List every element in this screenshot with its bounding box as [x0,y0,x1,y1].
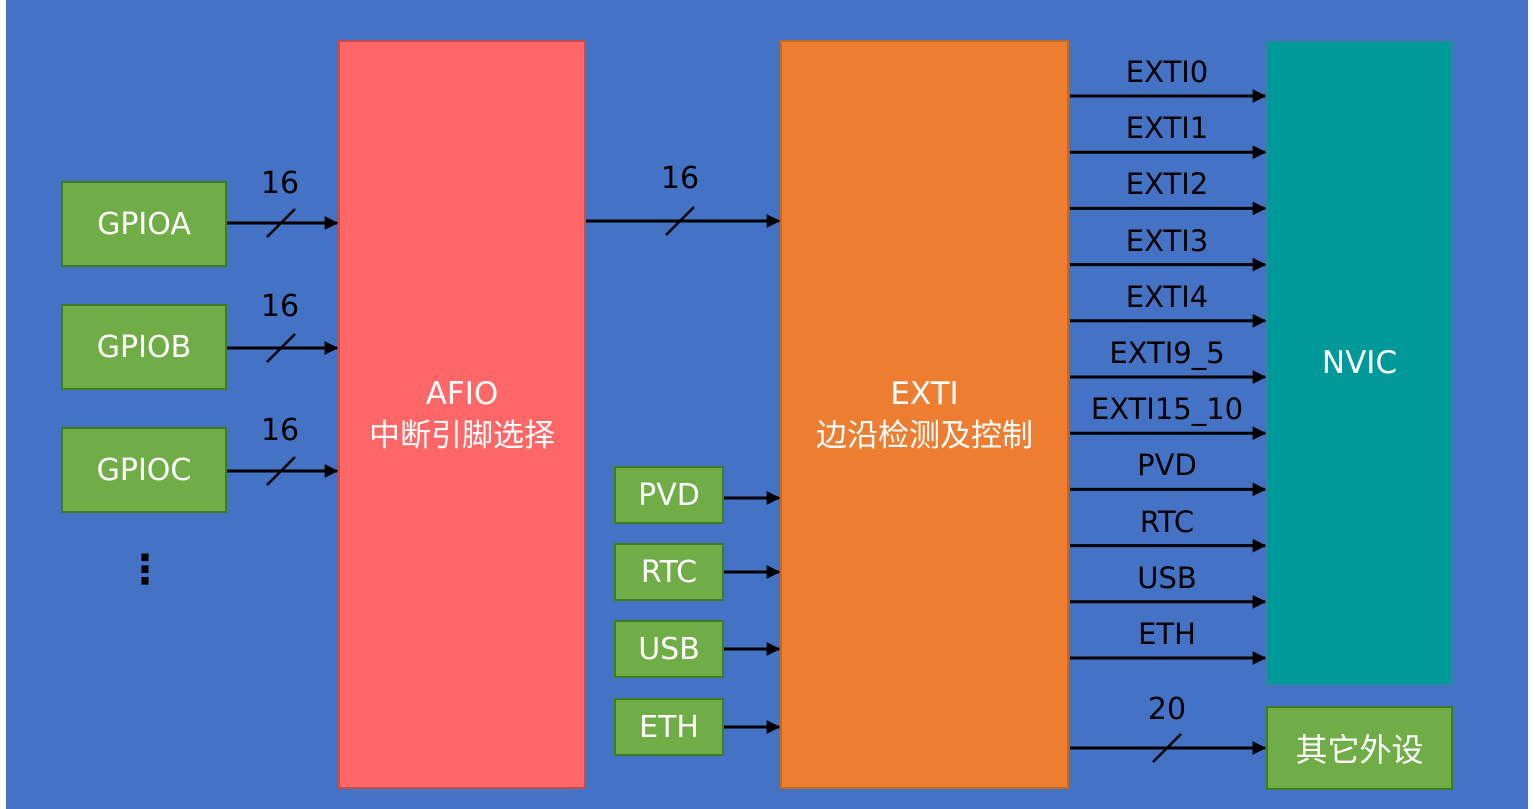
pvd-source-label: PVD [638,477,700,513]
gpioa-bus-width: 16 [260,166,300,201]
gpiob-bus-width: 16 [260,289,300,324]
eth-source-label: ETH [639,709,699,745]
afio-exti-bus-width: 16 [660,161,700,196]
gpio-more-indicator: ⋮ [125,547,165,593]
nvic-line-label: EXTI1 [1125,111,1209,146]
exti-title: EXTI [890,375,959,412]
nvic-line-label: RTC [1139,504,1195,539]
nvic-line-label: EXTI2 [1125,167,1209,202]
afio-subtitle: 中断引脚选择 [369,417,555,454]
nvic-line-label: EXTI9_5 [1109,336,1225,370]
afio-title: AFIO [425,375,499,412]
pvd-source-block: PVD [614,466,724,524]
gpioa-label: GPIOA [97,206,191,242]
exti-block: EXTI 边沿检测及控制 [780,40,1069,789]
gpioc-block: GPIOC [61,427,227,513]
other-peripherals-label: 其它外设 [1295,731,1424,769]
gpiob-label: GPIOB [96,329,192,365]
nvic-line-label: EXTI3 [1125,223,1209,258]
afio-block: AFIO 中断引脚选择 [338,40,586,789]
gpioc-bus-width: 16 [260,413,300,448]
other-bus-width: 20 [1147,692,1187,727]
other-peripherals-block: 其它外设 [1266,706,1453,790]
usb-source-label: USB [638,631,700,667]
nvic-line-label: EXTI15_10 [1090,392,1244,427]
nvic-line-label: USB [1137,560,1197,595]
rtc-source-label: RTC [640,554,698,590]
usb-source-block: USB [614,620,724,678]
exti-subtitle: 边沿检测及控制 [816,417,1033,454]
nvic-block: NVIC [1266,40,1453,686]
nvic-line-label: ETH [1138,617,1196,651]
gpiob-block: GPIOB [61,304,227,390]
gpioa-block: GPIOA [61,181,227,267]
gpioc-label: GPIOC [96,452,192,488]
nvic-line-label: PVD [1137,448,1197,483]
nvic-line-label: EXTI4 [1125,279,1209,314]
eth-source-block: ETH [614,698,724,756]
nvic-label: NVIC [1321,345,1398,381]
nvic-line-label: EXTI0 [1125,55,1209,89]
rtc-source-block: RTC [614,543,724,601]
